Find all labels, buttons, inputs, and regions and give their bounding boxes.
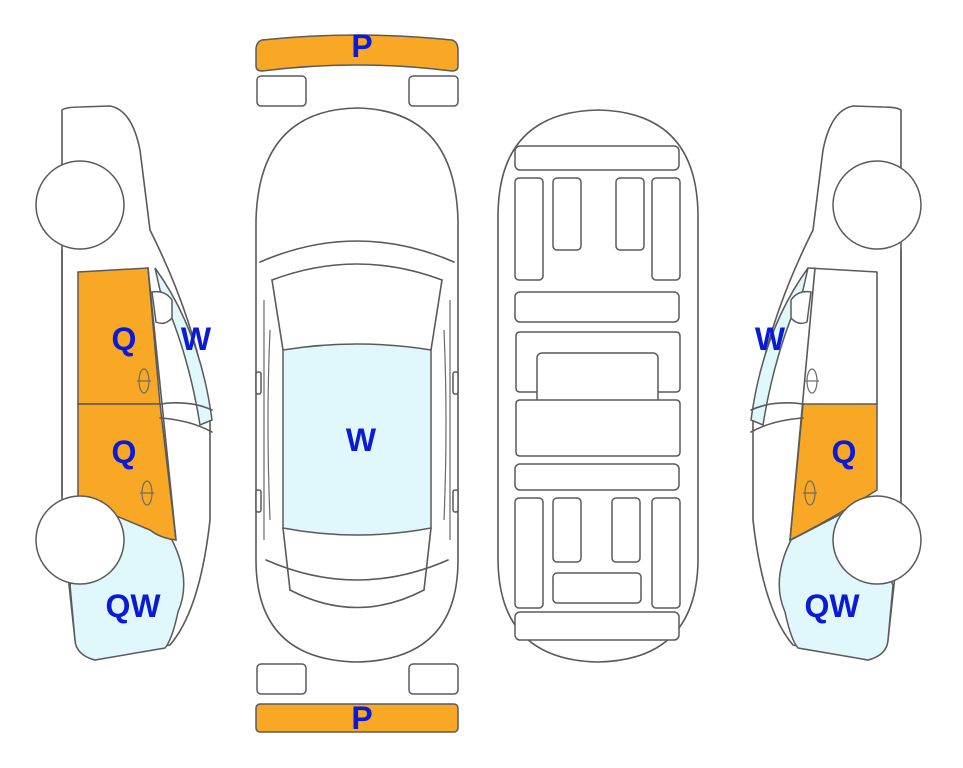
left-windshield-label: W <box>181 321 212 357</box>
right-front-wheel <box>832 495 922 585</box>
right-front-fender-label: QW <box>804 588 860 624</box>
top-view <box>255 34 459 733</box>
damage-labels: P P W Q Q W QW W Q QW <box>105 28 860 736</box>
right-front-door-label: Q <box>832 434 857 470</box>
left-front-fender-label: QW <box>105 588 161 624</box>
rear-right-light <box>408 663 459 695</box>
front-bumper-label: P <box>351 28 372 64</box>
front-right-light <box>408 75 459 107</box>
front-left-light <box>256 75 307 107</box>
roof-label: W <box>346 422 377 458</box>
left-side-view <box>35 105 213 661</box>
left-rear-door-label: Q <box>112 434 137 470</box>
underside-view <box>497 109 699 663</box>
front-bumper-panel[interactable] <box>255 34 459 72</box>
right-front-door-panel[interactable] <box>789 403 878 542</box>
right-rear-wheel <box>832 160 922 250</box>
right-side-view <box>750 105 922 661</box>
left-front-wheel <box>35 495 125 585</box>
rear-bumper-panel[interactable] <box>255 703 459 733</box>
rear-bumper-label: P <box>351 700 372 736</box>
left-rear-wheel <box>35 160 125 250</box>
rear-left-light <box>256 663 307 695</box>
right-windshield-label: W <box>755 321 786 357</box>
left-front-door-label: Q <box>112 321 137 357</box>
